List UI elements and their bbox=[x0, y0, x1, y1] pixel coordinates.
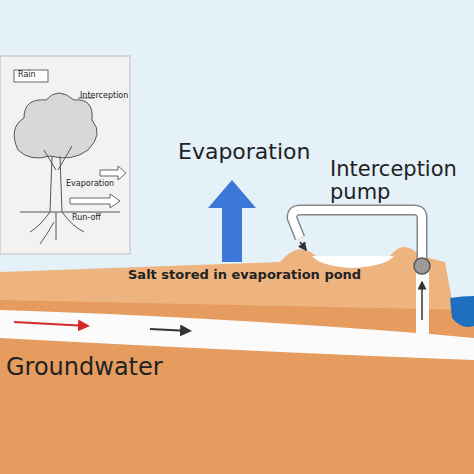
evaporation-pond bbox=[312, 256, 394, 268]
inset-label: Evaporation bbox=[66, 180, 114, 189]
well bbox=[416, 264, 429, 338]
pipe-outline bbox=[292, 210, 422, 262]
groundwater-band bbox=[0, 310, 474, 360]
flow-arrow bbox=[421, 282, 423, 320]
runoff-arrow bbox=[70, 194, 120, 208]
flow-arrow bbox=[150, 329, 190, 331]
ground bbox=[0, 247, 474, 474]
pipe bbox=[292, 210, 422, 262]
deep-ground bbox=[0, 300, 474, 474]
evaporation-arrow bbox=[208, 180, 256, 262]
pond-label: Salt stored in evaporation pond bbox=[128, 268, 361, 282]
inset-label: Rain bbox=[18, 71, 36, 80]
groundwater-label: Groundwater bbox=[6, 354, 163, 380]
inset-panel bbox=[0, 56, 130, 254]
rain-box bbox=[14, 70, 48, 82]
pump-label: Interception pump bbox=[330, 158, 470, 204]
flow-arrow bbox=[14, 322, 88, 326]
inset-label: Run-off bbox=[72, 214, 101, 223]
tree-sketch bbox=[14, 93, 120, 244]
evaporation-arrow-small bbox=[100, 166, 126, 180]
pump-symbol bbox=[414, 258, 430, 274]
flow-arrow bbox=[300, 242, 306, 250]
evaporation-label: Evaporation bbox=[178, 140, 311, 164]
inset-label: Interception bbox=[80, 92, 128, 101]
river bbox=[450, 296, 474, 327]
